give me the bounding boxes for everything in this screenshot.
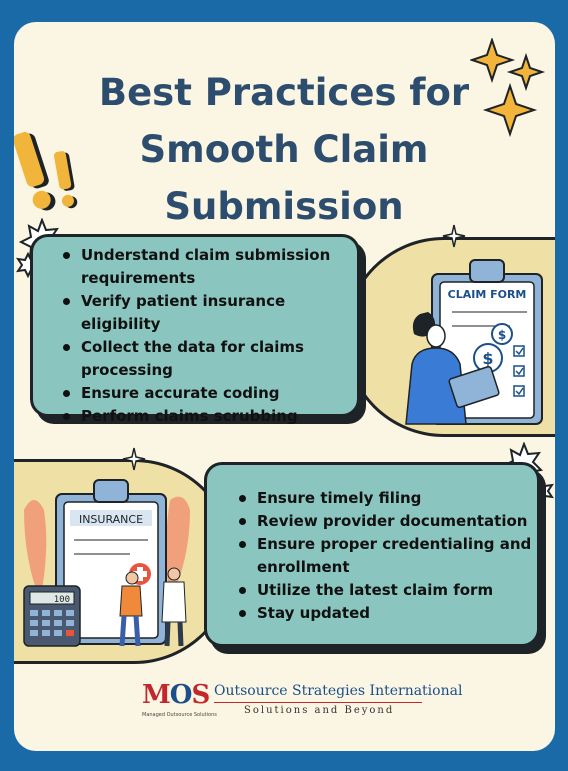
infographic-card: Best Practices for Smooth Claim Submissi… — [14, 22, 555, 751]
divider — [214, 702, 422, 703]
list-item: Perform claims scrubbing — [61, 405, 346, 428]
best-practices-list-1: Understand claim submission requirements… — [30, 234, 360, 425]
company-name: Outsource Strategies International — [214, 683, 463, 699]
best-practices-list-2: Ensure timely filing Review provider doc… — [204, 462, 540, 647]
page-title: Best Practices for Smooth Claim Submissi… — [98, 71, 470, 228]
sparkle-small-icon — [122, 447, 146, 471]
claim-form-label: CLAIM FORM — [448, 288, 527, 301]
insurance-illustration: INSURANCE 100 — [23, 479, 190, 647]
globe-icon: O — [169, 680, 193, 710]
list-item: Ensure proper credentialing and enrollme… — [237, 533, 537, 579]
list-item: Ensure accurate coding — [61, 382, 346, 405]
insurance-label: INSURANCE — [79, 513, 143, 526]
sparkle-small-icon — [442, 224, 466, 248]
list-item: Stay updated — [237, 602, 537, 625]
company-subtitle: Solutions and Beyond — [244, 705, 395, 716]
list-item: Understand claim submission requirements — [61, 244, 346, 290]
list-item: Verify patient insurance eligibility — [61, 290, 346, 336]
company-logo: MOS Managed Outsource Solutions Outsourc… — [142, 680, 462, 724]
list-item: Collect the data for claims processing — [61, 336, 346, 382]
calculator-display: 100 — [54, 595, 70, 605]
logo-mark: MOS — [142, 680, 210, 710]
list-item: Review provider documentation — [237, 510, 537, 533]
list-item: Utilize the latest claim form — [237, 579, 537, 602]
svg-text:$: $ — [498, 328, 506, 342]
logo-tagline: Managed Outsource Solutions — [142, 712, 217, 718]
list-item: Ensure timely filing — [237, 487, 537, 510]
exclamation-icon — [14, 132, 78, 211]
claim-form-illustration: CLAIM FORM $ $ — [405, 259, 543, 425]
svg-text:$: $ — [482, 349, 493, 368]
sparkle-icon — [470, 38, 546, 138]
